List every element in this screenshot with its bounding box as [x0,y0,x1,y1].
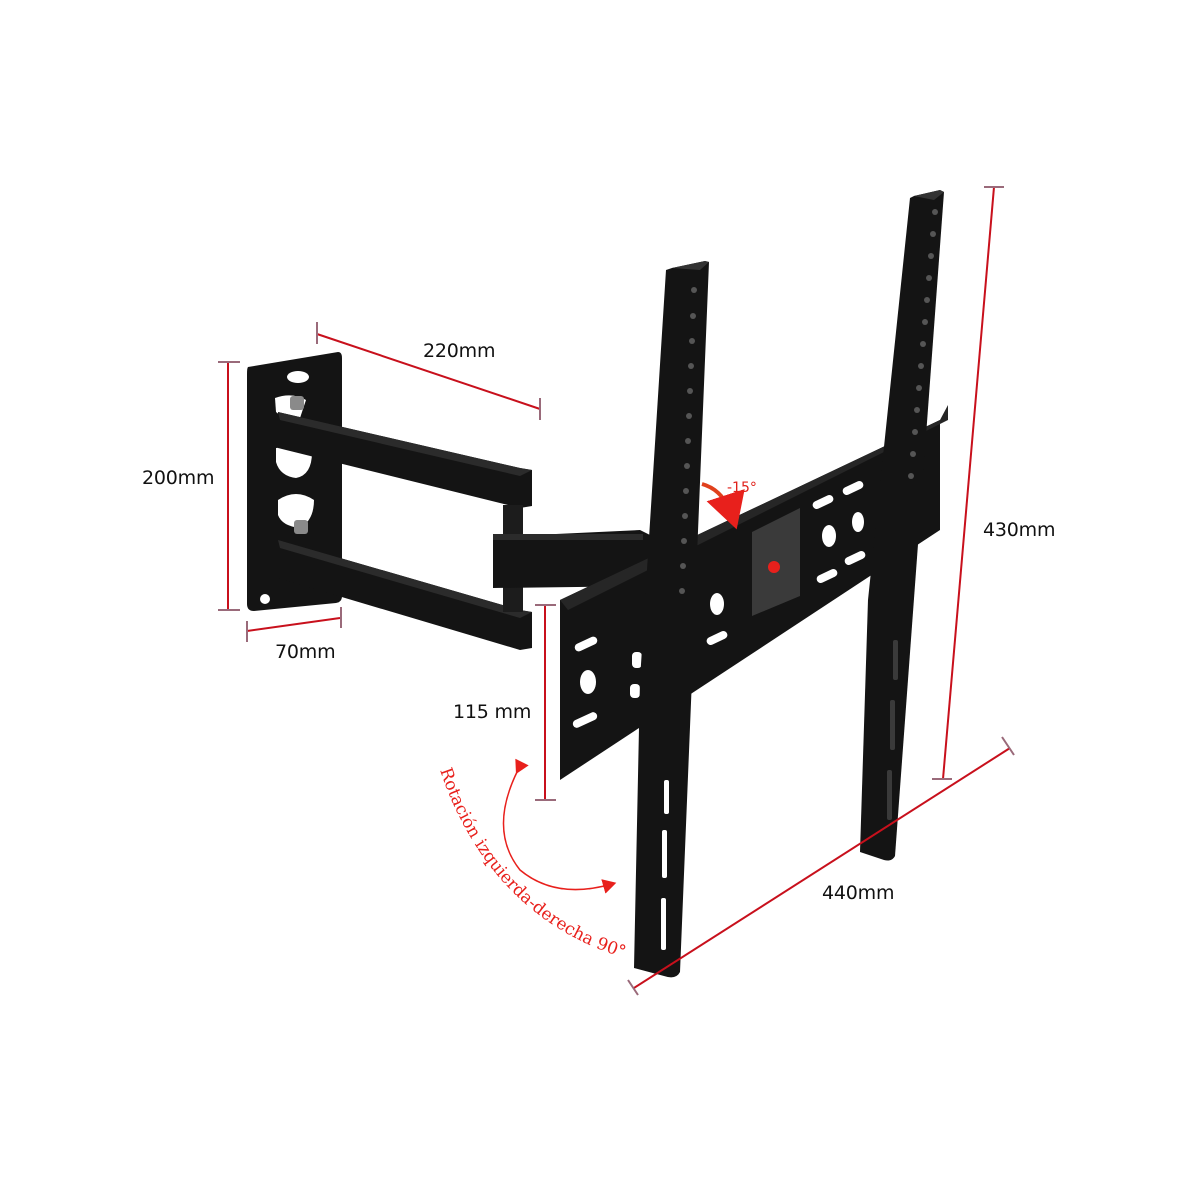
dim-label-arm-length: 220mm [423,340,496,362]
dim-label-bracket-offset: 115 mm [453,701,532,723]
dim-label-total-width: 440mm [822,882,895,904]
dim-label-total-height: 430mm [983,519,1056,541]
dim-line-220mm [316,333,541,410]
tilt-arrow-icon [701,482,745,530]
rotation-arc-icon [502,758,617,894]
dim-label-wall-plate-width: 70mm [275,641,336,663]
rail-holes-right [908,209,938,479]
rotation-label: Rotación izquierda-derecha 90° [435,765,628,962]
dim-label-wall-plate-height: 200mm [142,467,215,489]
vertical-rail-right [860,190,944,861]
dim-line-70mm [246,617,341,632]
dim-line-430mm [942,186,995,780]
dim-line-440mm [633,747,1011,989]
tilt-angle-label: -15° [727,480,757,496]
articulating-arms [278,412,660,650]
rail-holes-left [679,287,697,594]
rail-slots-right [887,640,898,820]
wall-plate [247,352,342,611]
rail-slots-left [661,780,669,950]
